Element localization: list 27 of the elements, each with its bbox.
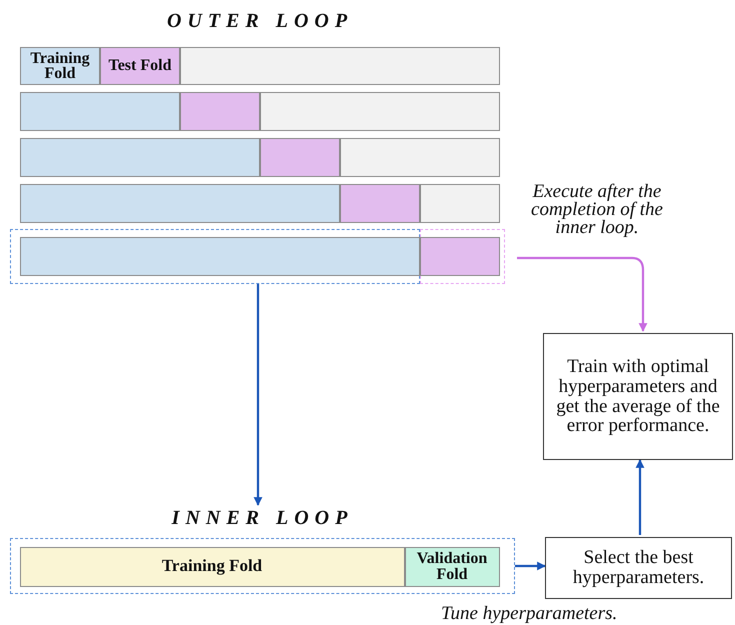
training-fold-segment: Training Fold [20,47,100,85]
arrow [515,562,546,570]
arrow [636,459,644,535]
unused-fold-segment [420,184,500,223]
training-fold-segment [20,92,180,131]
training-fold-segment [20,236,420,276]
process-box: Select the best hyperparameters. [545,537,732,599]
unused-fold-segment [260,92,500,131]
note-text: Tune hyperparameters. [441,603,618,625]
training-fold-segment: Training Fold [20,546,404,586]
dashed-group-frame [10,229,420,284]
test-fold-segment: Test Fold [100,47,180,85]
training-fold-segment [20,138,260,177]
arrow [517,256,648,332]
diagram-title: OUTER LOOP [166,10,354,33]
training-fold-segment [20,184,340,223]
validation-fold-segment: Validation Fold [404,546,500,586]
process-box: Train with optimal hyperparameters and get the average of the error performance. [543,333,733,460]
unused-fold-segment [180,47,500,85]
test-fold-segment [180,92,260,131]
dashed-group-frame [420,229,505,284]
test-fold-segment [260,138,340,177]
unused-fold-segment [340,138,500,177]
test-fold-segment [420,236,500,276]
test-fold-segment [340,184,420,223]
arrow [254,284,262,506]
section-heading: INNER LOOP [170,507,354,530]
